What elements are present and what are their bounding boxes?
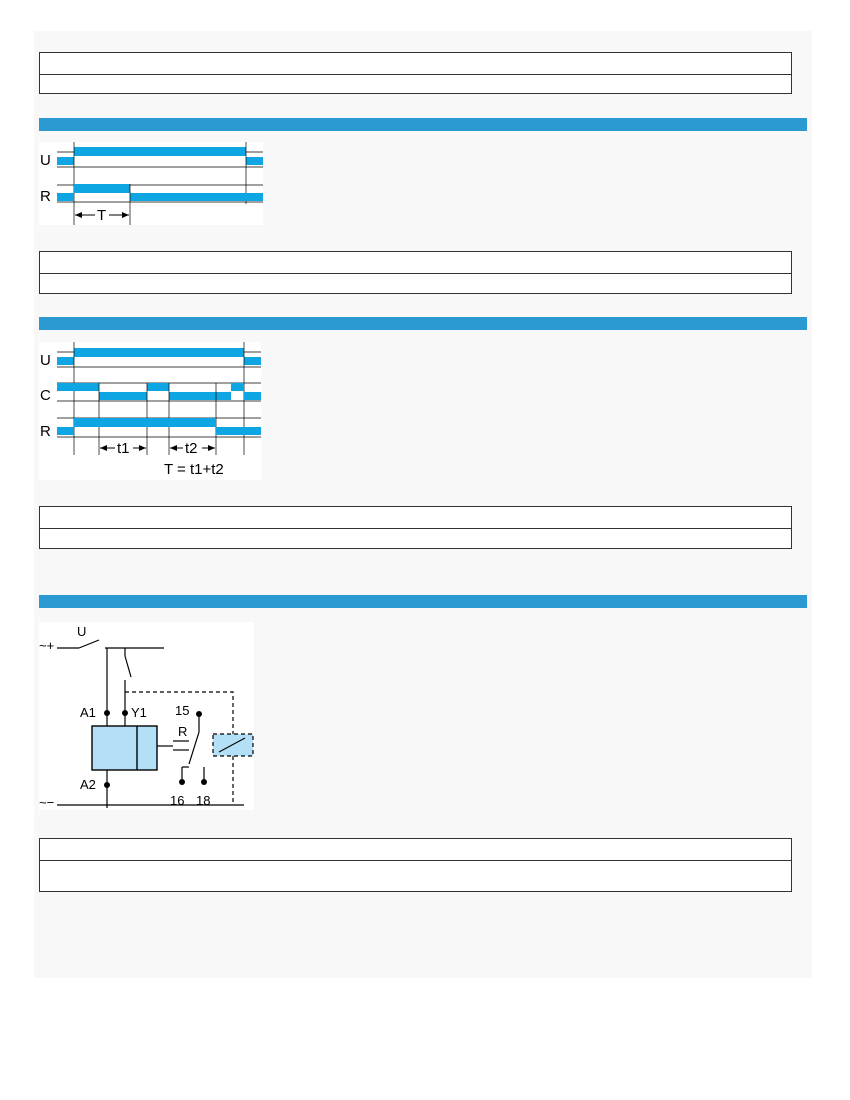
supply-top-symbol: ~+ — [39, 638, 54, 653]
table-row — [40, 839, 791, 860]
terminal-a2: A2 — [80, 777, 96, 792]
signal-label-r: R — [40, 188, 51, 205]
section-header-band-4 — [39, 595, 807, 608]
contact-18: 18 — [196, 793, 210, 808]
supply-bottom-symbol: ~− — [39, 795, 54, 810]
contact-16: 16 — [170, 793, 184, 808]
signal-label-u: U — [40, 152, 51, 169]
wiring-diagram: ~+ ~− U A1 Y1 A2 R 15 16 18 — [39, 622, 254, 810]
timing-label-t1: t1 — [117, 440, 130, 457]
table-row — [40, 528, 791, 549]
spec-table-3 — [39, 506, 792, 549]
spec-table-2 — [39, 251, 792, 294]
section-header-band-3 — [39, 317, 807, 330]
spec-table-4 — [39, 838, 792, 892]
contact-15: 15 — [175, 703, 189, 718]
signal-label-c: C — [40, 387, 51, 404]
spec-table-1 — [39, 52, 792, 94]
timing-formula: T = t1+t2 — [164, 461, 224, 478]
relay-label-r: R — [178, 724, 187, 739]
switch-label-u: U — [77, 624, 86, 639]
table-row — [40, 74, 791, 94]
table-row — [40, 273, 791, 294]
signal-label-u: U — [40, 352, 51, 369]
table-row — [40, 53, 791, 74]
table-row — [40, 860, 791, 891]
signal-label-r: R — [40, 423, 51, 440]
table-row — [40, 252, 791, 273]
terminal-y1: Y1 — [131, 705, 147, 720]
timing-label-t2: t2 — [185, 440, 198, 457]
table-row — [40, 507, 791, 528]
terminal-a1: A1 — [80, 705, 96, 720]
timing-diagram-2: U C R t1 t2 T = t1+t2 — [39, 342, 261, 480]
timing-diagram-1: U R T — [39, 142, 263, 225]
timing-label-t: T — [97, 207, 106, 224]
section-header-band-2 — [39, 118, 807, 131]
